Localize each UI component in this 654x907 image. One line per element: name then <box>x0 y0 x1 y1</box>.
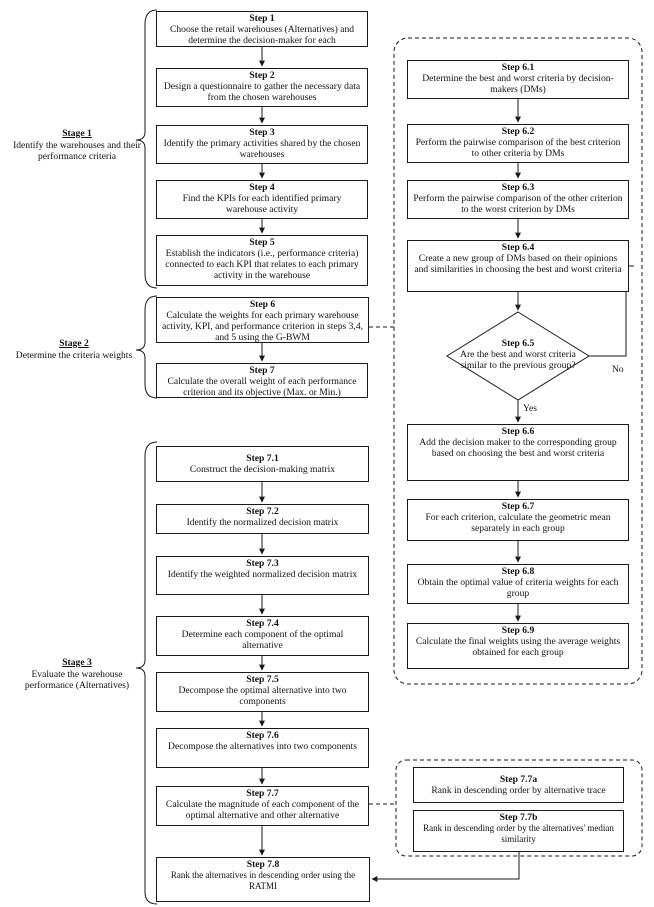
step-7-text: Calculate the overall weight of each per… <box>167 376 357 398</box>
step-6-9-title: Step 6.9 <box>501 625 535 636</box>
step-3-title: Step 3 <box>249 127 275 138</box>
stage1-desc: Identify the warehouses and their perfor… <box>13 139 141 163</box>
step-6-8-box: Step 6.8 Obtain the optimal value of cri… <box>407 564 629 604</box>
step-7-1-text: Construct the decision-making matrix <box>189 464 336 476</box>
step-3-text: Identify the primary activities shared b… <box>163 138 361 161</box>
step-7-5-title: Step 7.5 <box>246 674 279 685</box>
step-6-text: Calculate the weights for each primary w… <box>161 310 364 343</box>
step-7-6-box: Step 7.6 Decompose the alternatives into… <box>156 728 369 768</box>
step-7-4-box: Step 7.4 Determine each component of the… <box>156 616 369 656</box>
step-7-5-box: Step 7.5 Decompose the optimal alternati… <box>156 672 369 712</box>
step-6-5-decision: Step 6.5 Are the best and worst criteria… <box>447 338 589 372</box>
branch-yes-label: Yes <box>523 403 537 414</box>
step-7-4-title: Step 7.4 <box>246 618 279 629</box>
stage3-desc: Evaluate the warehouse performance (Alte… <box>24 668 130 692</box>
step-7-3-box: Step 7.3 Identify the weighted normalize… <box>156 556 369 595</box>
step-5-title: Step 5 <box>249 237 275 248</box>
step-7-8-title: Step 7.8 <box>246 859 280 870</box>
step-7-7b-title: Step 7.7b <box>499 812 538 823</box>
step-7-7a-box: Step 7.7a Rank in descending order by al… <box>413 767 624 803</box>
step-7-6-text: Decompose the alternatives into two comp… <box>168 741 357 752</box>
step-6-4-text: Create a new group of DMs based on their… <box>414 253 622 276</box>
step-1-text: Choose the retail warehouses (Alternativ… <box>169 24 355 47</box>
step-7-7-text: Calculate the magnitude of each componen… <box>165 799 360 822</box>
step-6-title: Step 6 <box>249 299 276 310</box>
step-7-8-box: Step 7.8 Rank the alternatives in descen… <box>156 857 370 902</box>
step-7-8-text: Rank the alternatives in descending orde… <box>170 870 356 892</box>
branch-no-label: No <box>612 364 624 375</box>
step-7-2-title: Step 7.2 <box>246 506 279 517</box>
step-6-3-box: Step 6.3 Perform the pairwise comparison… <box>407 180 629 219</box>
step-6-9-box: Step 6.9 Calculate the final weights usi… <box>407 623 629 669</box>
stage2-label: Stage 2 Determine the criteria weights <box>4 338 144 361</box>
step-6-9-text: Calculate the final weights using the av… <box>415 636 621 659</box>
step-6-6-title: Step 6.6 <box>501 426 535 437</box>
step-6-4-title: Step 6.4 <box>501 242 535 253</box>
step-6-7-box: Step 6.7 For each criterion, calculate t… <box>407 499 629 541</box>
step-6-2-box: Step 6.2 Perform the pairwise comparison… <box>407 124 629 163</box>
step-6-2-title: Step 6.2 <box>501 126 535 137</box>
stage2-title: Stage 2 <box>59 338 89 349</box>
step-7-box: Step 7 Calculate the overall weight of e… <box>156 363 368 398</box>
step-6-1-text: Determine the best and worst criteria by… <box>422 73 614 96</box>
step-5-text: Establish the indicators (i.e., performa… <box>165 248 359 282</box>
step-1-box: Step 1 Choose the retail warehouses (Alt… <box>156 11 368 47</box>
step-7-3-title: Step 7.3 <box>246 558 279 569</box>
step-6-3-text: Perform the pairwise comparison of the o… <box>413 193 623 216</box>
step-7-1-title: Step 7.1 <box>246 453 279 465</box>
step-7-7-box: Step 7.7 Calculate the magnitude of each… <box>156 786 369 826</box>
step-2-title: Step 2 <box>249 70 275 81</box>
step-7-5-text: Decompose the optimal alternative into t… <box>178 685 347 708</box>
step-7-7a-text: Rank in descending order by alternative … <box>431 785 606 797</box>
step-6-5-title: Step 6.5 <box>501 338 535 349</box>
step-7-3-text: Identify the weighted normalized decisio… <box>167 569 358 580</box>
step-6-6-text: Add the decision maker to the correspond… <box>419 437 617 460</box>
step-4-title: Step 4 <box>249 182 275 193</box>
step-6-8-title: Step 6.8 <box>501 566 535 577</box>
step-5-box: Step 5 Establish the indicators (i.e., p… <box>156 235 368 286</box>
stage2-desc: Determine the criteria weights <box>15 349 133 361</box>
stage1-label: Stage 1 Identify the warehouses and thei… <box>12 128 142 163</box>
step-6-3-title: Step 6.3 <box>501 182 535 193</box>
step-6-7-text: For each criterion, calculate the geomet… <box>425 512 611 535</box>
step-4-text: Find the KPIs for each identified primar… <box>182 193 342 216</box>
step-7-7b-box: Step 7.7b Rank in descending order by th… <box>413 810 624 852</box>
step-3-box: Step 3 Identify the primary activities s… <box>156 125 368 164</box>
step-2-text: Design a questionnaire to gather the nec… <box>163 81 361 104</box>
step-6-8-text: Obtain the optimal value of criteria wei… <box>417 577 619 600</box>
step-7-title: Step 7 <box>249 365 275 376</box>
step-6-box: Step 6 Calculate the weights for each pr… <box>156 297 369 343</box>
step-7-7b-text: Rank in descending order by the alternat… <box>423 823 614 844</box>
step-7-7-title: Step 7.7 <box>246 788 279 799</box>
step-6-6-box: Step 6.6 Add the decision maker to the c… <box>407 424 629 481</box>
step-7-2-box: Step 7.2 Identify the normalized decisio… <box>156 504 369 534</box>
step-6-4-box: Step 6.4 Create a new group of DMs based… <box>407 240 629 292</box>
step-7-7a-title: Step 7.7a <box>499 774 538 786</box>
stage3-label: Stage 3 Evaluate the warehouse performan… <box>12 657 142 692</box>
step-6-5-text: Are the best and worst criteria similar … <box>460 349 576 372</box>
step-7-4-text: Determine each component of the optimal … <box>181 629 344 652</box>
step-6-2-text: Perform the pairwise comparison of the b… <box>415 137 621 160</box>
stage3-title: Stage 3 <box>62 657 92 668</box>
step-7-1-box: Step 7.1 Construct the decision-making m… <box>156 446 369 482</box>
step-7-6-title: Step 7.6 <box>246 730 279 741</box>
step-6-1-title: Step 6.1 <box>501 62 535 73</box>
stage1-title: Stage 1 <box>62 128 92 139</box>
step-4-box: Step 4 Find the KPIs for each identified… <box>156 180 368 219</box>
step-1-title: Step 1 <box>249 13 275 24</box>
step-6-7-title: Step 6.7 <box>501 501 535 512</box>
step-7-2-text: Identify the normalized decision matrix <box>186 517 339 528</box>
step-2-box: Step 2 Design a questionnaire to gather … <box>156 68 368 107</box>
step-6-1-box: Step 6.1 Determine the best and worst cr… <box>407 60 629 99</box>
